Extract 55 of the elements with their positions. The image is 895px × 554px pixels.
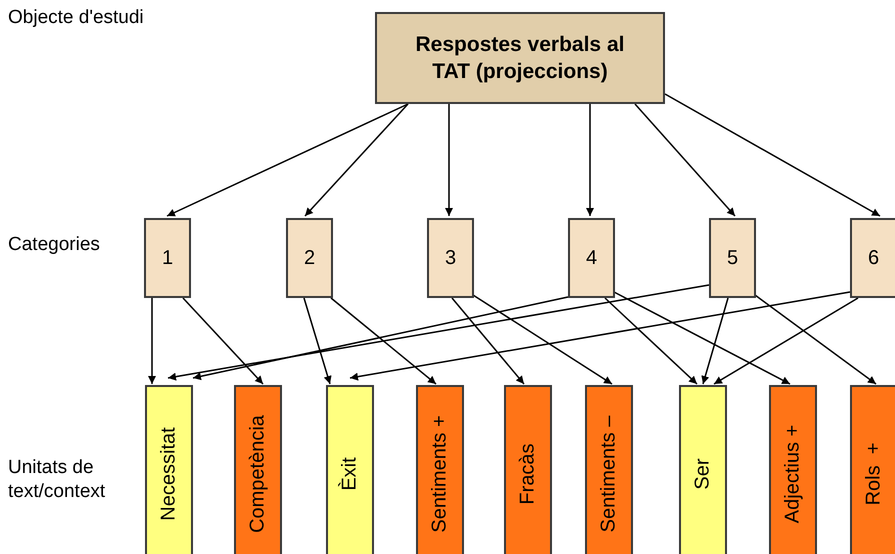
unit-label: Sentiments +: [428, 414, 452, 532]
category-box: [286, 218, 333, 298]
arrow: [714, 297, 858, 385]
category-number: 5: [726, 246, 738, 270]
arrow: [350, 291, 850, 381]
category-box: [850, 218, 895, 298]
subject-title: Respostes verbals al TAT (projeccions): [414, 32, 626, 85]
arrow: [303, 298, 332, 384]
subject-box: [375, 12, 665, 104]
unit-box: [769, 385, 817, 554]
arrow: [445, 104, 453, 216]
unit-label: Necessitat: [158, 426, 180, 520]
unit-label: Adjectius +: [782, 424, 804, 523]
category-number: 4: [586, 246, 598, 270]
row-label: Objecte d'estudi: [8, 6, 145, 30]
arrow: [634, 104, 736, 216]
category-number: 2: [304, 246, 316, 270]
arrow: [604, 297, 698, 385]
arrow: [182, 297, 264, 385]
category-box: [568, 218, 615, 298]
arrow: [754, 294, 876, 385]
unit-label: Rols +: [862, 442, 886, 505]
arrow: [330, 297, 436, 385]
arrow: [166, 103, 408, 217]
arrow: [586, 104, 594, 216]
row-label: Unitats de text/context: [8, 456, 106, 504]
row-label: Categories: [8, 233, 101, 257]
category-box: [709, 218, 756, 298]
unit-box: [679, 385, 727, 554]
arrow: [304, 104, 409, 216]
category-number: 6: [868, 246, 880, 270]
arrow: [614, 291, 790, 385]
unit-box: [234, 385, 282, 554]
category-box: [144, 218, 191, 298]
unit-box: [504, 385, 552, 554]
unit-box: [850, 385, 895, 554]
unit-box: [585, 385, 633, 554]
unit-label: Competència: [246, 414, 270, 532]
unit-box: [145, 385, 193, 554]
unit-label: Sentiments –: [598, 415, 620, 532]
arrow: [472, 294, 612, 385]
arrow: [701, 298, 729, 384]
arrow: [192, 296, 568, 380]
category-number: 1: [162, 246, 174, 270]
arrow: [148, 298, 156, 384]
arrow: [168, 284, 710, 381]
unit-box: [326, 385, 374, 554]
category-box: [427, 218, 474, 298]
arrow: [451, 298, 525, 384]
unit-label: Ser: [692, 458, 714, 490]
unit-label: Fracàs: [516, 442, 540, 504]
unit-box: [416, 385, 464, 554]
category-number: 3: [444, 246, 456, 270]
unit-label: Èxit: [338, 456, 362, 490]
arrow: [664, 93, 880, 217]
